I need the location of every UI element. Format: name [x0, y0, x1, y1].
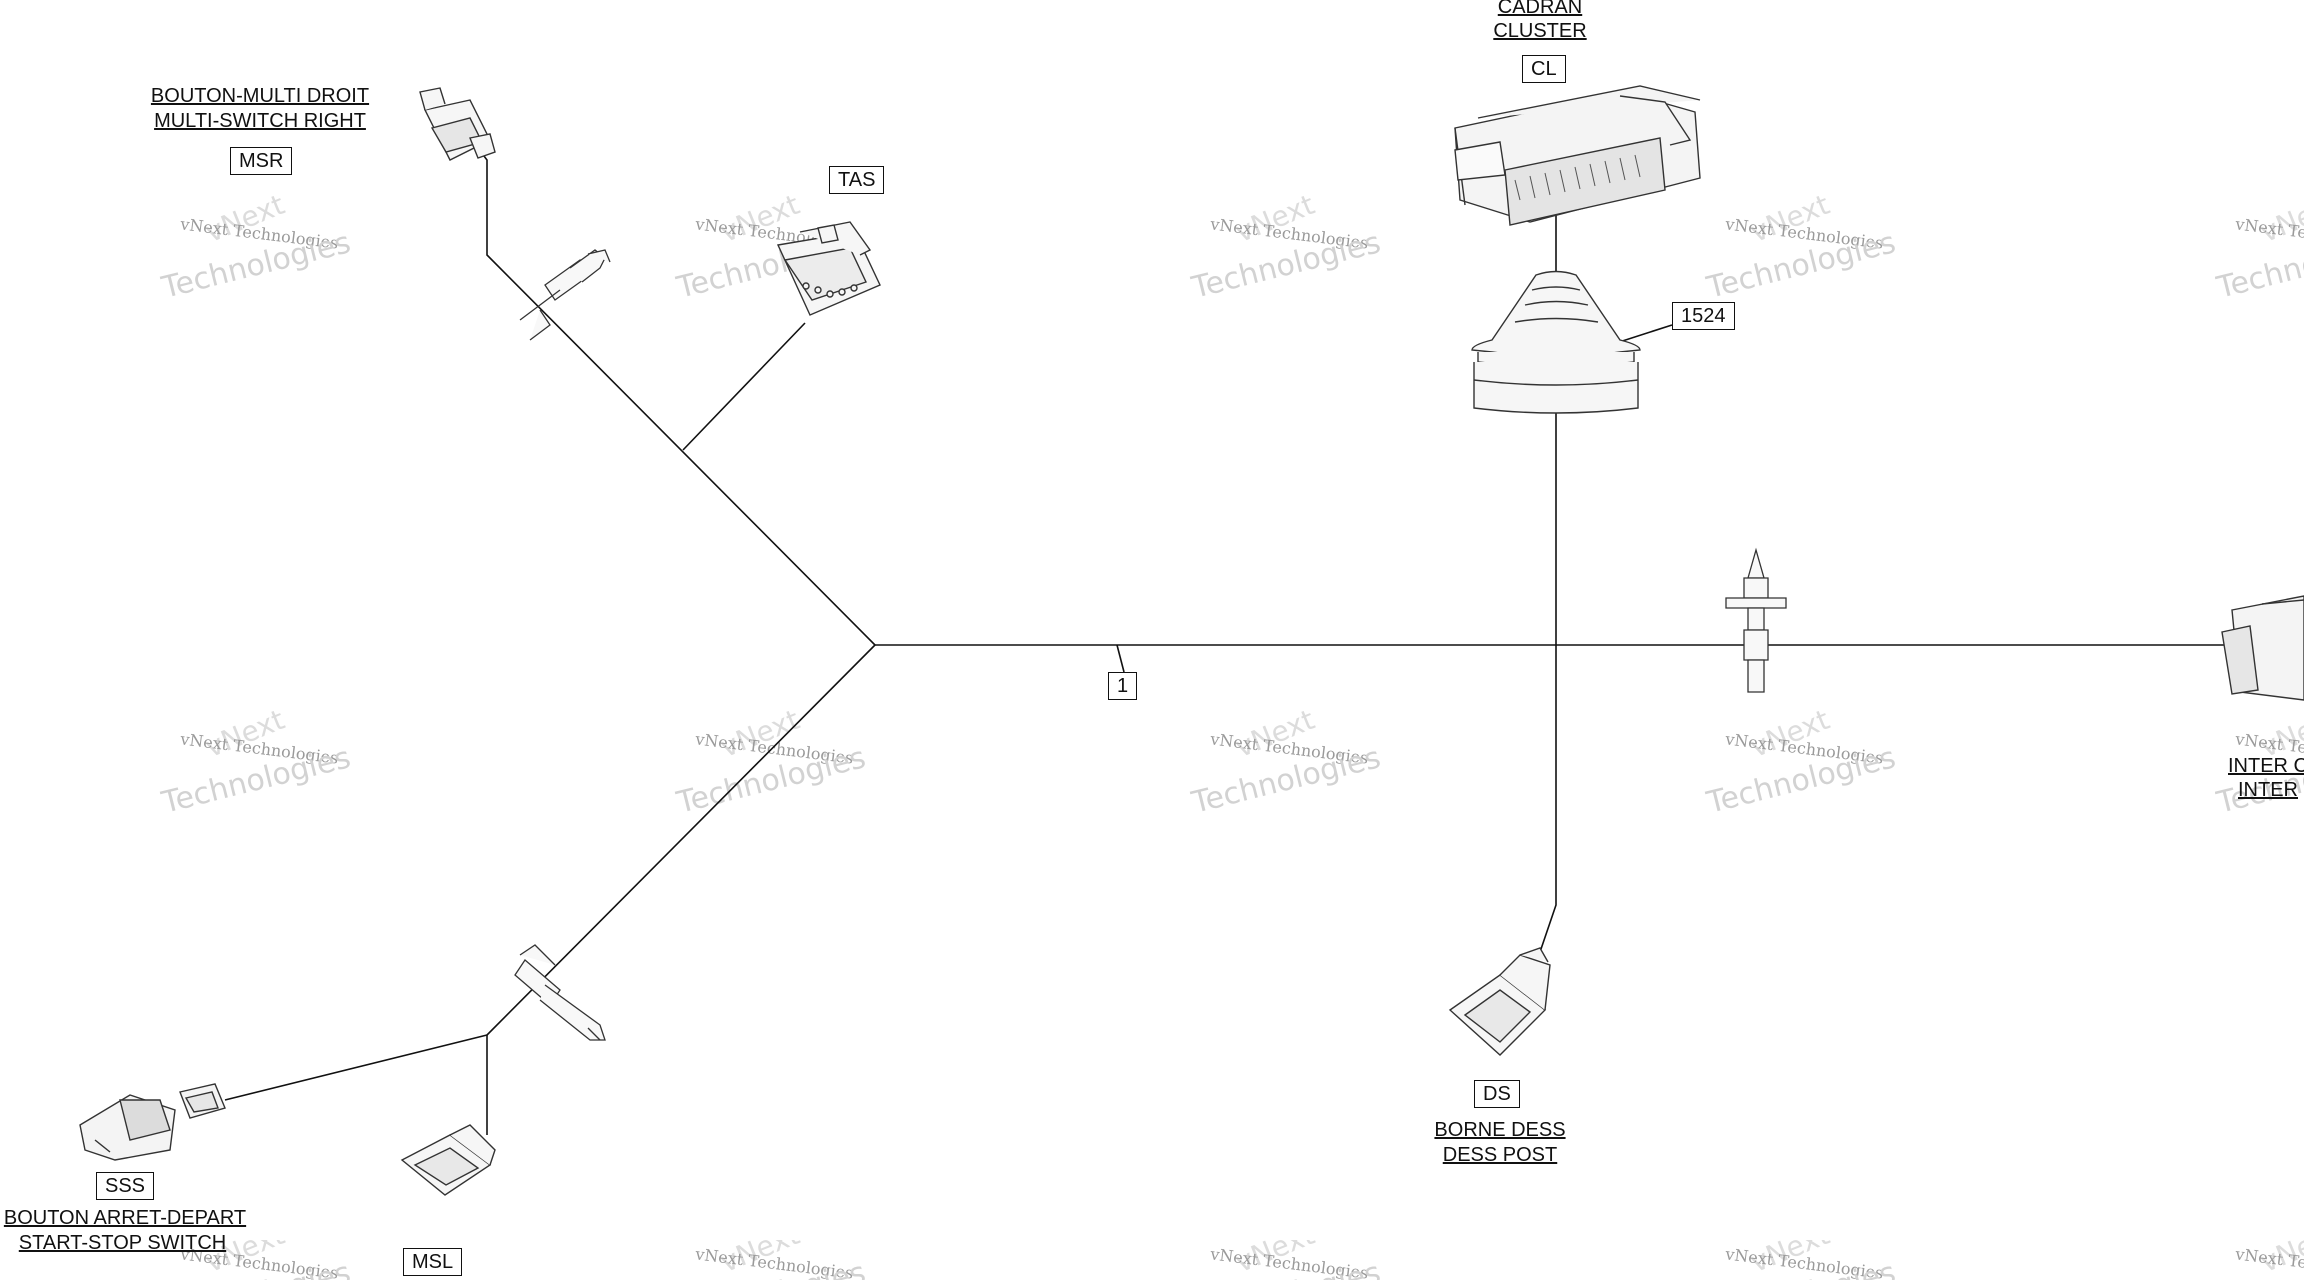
cl-connector-icon	[1454, 85, 1701, 226]
ds-code-box: DS	[1474, 1080, 1520, 1108]
inter-label-en: INTER	[2238, 779, 2298, 801]
inter-label-fr: INTER C	[2228, 755, 2304, 777]
sss-label-fr: BOUTON ARRET-DEPART	[3, 1207, 247, 1229]
ds-connector-icon	[1448, 947, 1551, 1056]
harness-clip-lower-icon	[514, 944, 606, 1041]
ds-label-en: DESS POST	[1442, 1144, 1558, 1166]
inter-connector-icon	[2221, 595, 2304, 701]
sss-switch-icon	[79, 1083, 226, 1161]
msr-connector-icon	[419, 87, 496, 161]
msl-connector-icon	[400, 1124, 496, 1196]
sss-code-box: SSS	[96, 1172, 155, 1200]
branch-wire-cl-ds	[1539, 200, 1557, 953]
msr-label-en: MULTI-SWITCH RIGHT	[154, 110, 366, 132]
cl-code-box: CL	[1522, 55, 1566, 83]
grommet-1524-icon	[1471, 270, 1641, 414]
harness-clip-upper-icon	[519, 249, 611, 341]
harness-clip-right-icon	[1725, 547, 1787, 693]
harness-callout-box: 1	[1108, 672, 1138, 700]
cl-label-fr: CADRAN	[1497, 0, 1583, 18]
branch-wire-msr	[477, 147, 876, 646]
msr-code-box: MSR	[230, 147, 293, 175]
msl-code-box: MSL	[403, 1248, 463, 1276]
msr-label-fr: BOUTON-MULTI DROIT	[150, 85, 370, 107]
branch-wire-tas	[682, 322, 806, 451]
branch-wire-sss	[224, 1034, 488, 1101]
callout-leader-harness	[1116, 644, 1125, 673]
cl-label-en: CLUSTER	[1493, 20, 1587, 42]
sss-label-en: START-STOP SWITCH	[18, 1232, 227, 1254]
ds-label-fr: BORNE DESS	[1434, 1119, 1566, 1141]
grommet-callout-box: 1524	[1672, 302, 1735, 330]
tas-code-box: TAS	[829, 166, 885, 194]
branch-wire-lower	[486, 644, 876, 1036]
tas-connector-icon	[776, 221, 881, 316]
